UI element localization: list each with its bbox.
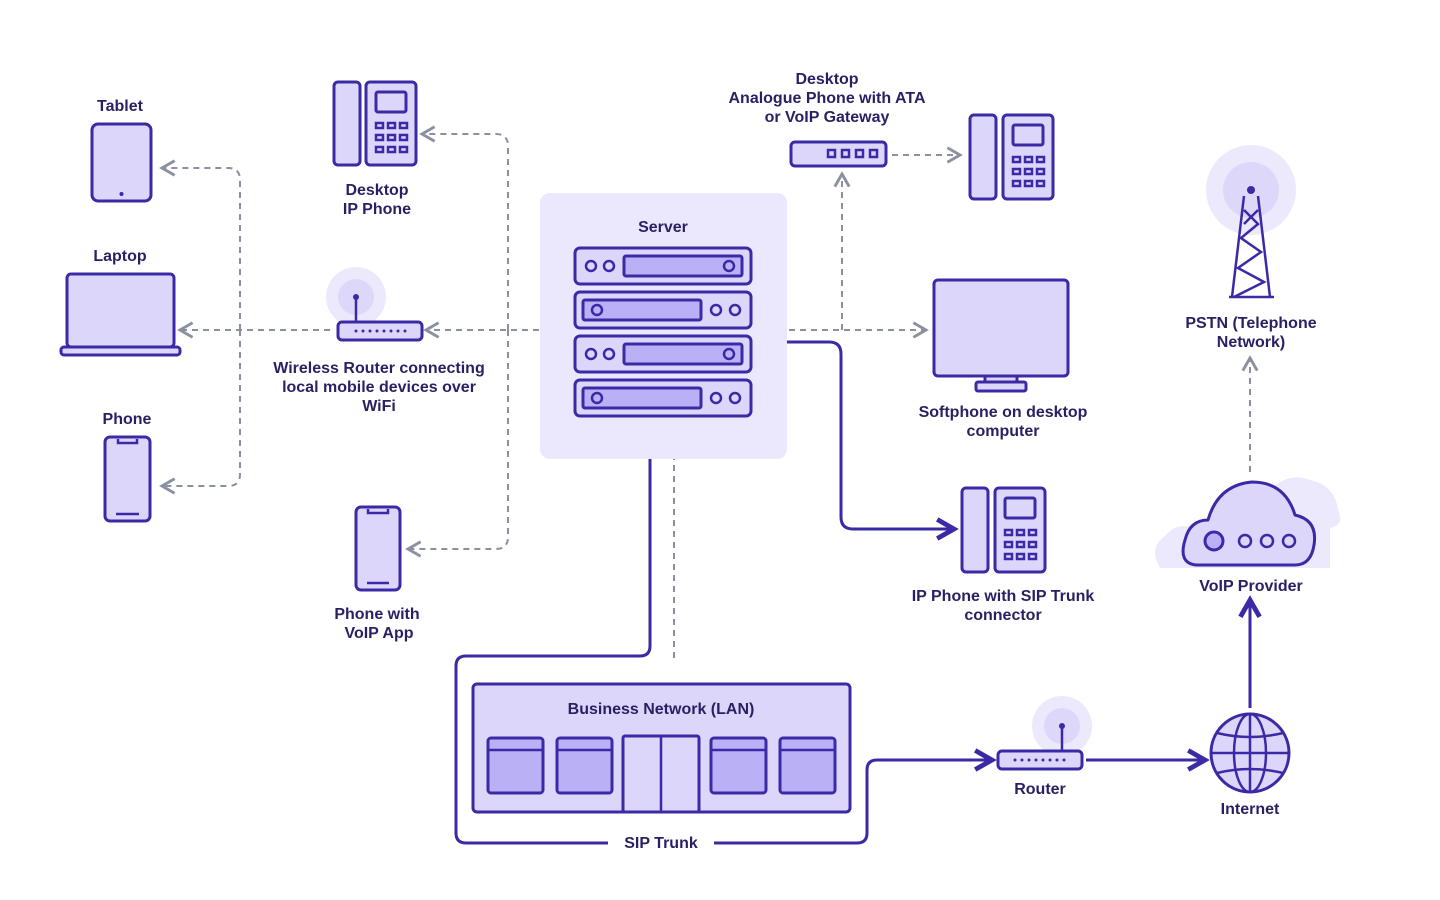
- phone-node: Phone: [103, 411, 152, 523]
- connector-to-desktop-ip-phone: [419, 125, 509, 330]
- router-node: Router: [996, 696, 1092, 798]
- voip-provider-label: VoIP Provider: [1199, 578, 1302, 595]
- wireless-router-label-3: WiFi: [362, 398, 396, 415]
- wireless-router-icon: [326, 267, 424, 342]
- laptop-icon: [59, 272, 182, 357]
- analogue-phone-node: Desktop Analogue Phone with ATA or VoIP …: [728, 71, 1055, 201]
- desktop-ip-phone-label-2: IP Phone: [343, 201, 411, 218]
- wireless-router-node: Wireless Router connecting local mobile …: [273, 267, 485, 415]
- wireless-router-label-2: local mobile devices over: [282, 379, 476, 396]
- desktop-monitor-icon: [932, 278, 1070, 393]
- smartphone-icon: [354, 505, 402, 592]
- desk-phone-icon: [968, 113, 1055, 201]
- connector-sip-trunk-left: [454, 432, 652, 845]
- smartphone-icon: [103, 435, 152, 523]
- connector-router-tablet: [159, 159, 241, 330]
- desktop-ip-phone-node: Desktop IP Phone: [332, 80, 418, 218]
- phone-voip-label-1: Phone with: [334, 606, 419, 623]
- phone-voip-node: Phone with VoIP App: [334, 505, 420, 642]
- cell-tower-icon: [1206, 145, 1296, 299]
- desk-phone-icon: [960, 486, 1047, 574]
- server-rack-icon: [573, 246, 753, 418]
- phone-label: Phone: [103, 411, 152, 428]
- server-label: Server: [638, 219, 688, 236]
- analogue-label-2: Analogue Phone with ATA: [728, 90, 925, 107]
- server-node: Server: [540, 193, 787, 459]
- internet-node: Internet: [1209, 712, 1291, 818]
- sip-phone-label-1: IP Phone with SIP Trunk: [912, 588, 1095, 605]
- wireless-router-label-1: Wireless Router connecting: [273, 360, 484, 377]
- connectors: [159, 125, 1250, 845]
- network-lan-icon: [486, 734, 837, 814]
- laptop-label: Laptop: [93, 248, 147, 265]
- pstn-label-2: Network): [1217, 334, 1285, 351]
- laptop-node: Laptop: [59, 248, 182, 357]
- cloud-icon: [1155, 477, 1341, 568]
- softphone-node: Softphone on desktop computer: [919, 278, 1088, 440]
- pstn-node: PSTN (Telephone Network): [1185, 145, 1317, 351]
- internet-label: Internet: [1221, 801, 1280, 818]
- desktop-ip-phone-label-1: Desktop: [345, 182, 408, 199]
- softphone-label-1: Softphone on desktop: [919, 404, 1088, 421]
- analogue-label-3: or VoIP Gateway: [765, 109, 890, 126]
- connector-sip-trunk-right: [714, 760, 992, 845]
- pstn-label-1: PSTN (Telephone: [1185, 315, 1316, 332]
- connector-router-phone: [159, 330, 241, 495]
- desk-phone-icon: [332, 80, 418, 167]
- lan-label: Business Network (LAN): [568, 701, 755, 718]
- router-icon: [996, 696, 1092, 771]
- tablet-label: Tablet: [97, 98, 144, 115]
- lan-node: Business Network (LAN): [471, 682, 852, 814]
- voip-provider-node: VoIP Provider: [1155, 477, 1341, 595]
- router-label: Router: [1014, 781, 1066, 798]
- tablet-icon: [90, 122, 153, 203]
- phone-voip-label-2: VoIP App: [344, 625, 413, 642]
- sip-trunk-label: SIP Trunk: [624, 835, 698, 852]
- softphone-label-2: computer: [967, 423, 1040, 440]
- connector-server-sip-phone: [756, 340, 954, 529]
- analogue-label-1: Desktop: [795, 71, 858, 88]
- globe-icon: [1209, 712, 1291, 794]
- sip-phone-label-2: connector: [964, 607, 1041, 624]
- tablet-node: Tablet: [90, 98, 153, 203]
- sip-phone-node: IP Phone with SIP Trunk connector: [912, 486, 1095, 624]
- ata-gateway-icon: [789, 140, 888, 168]
